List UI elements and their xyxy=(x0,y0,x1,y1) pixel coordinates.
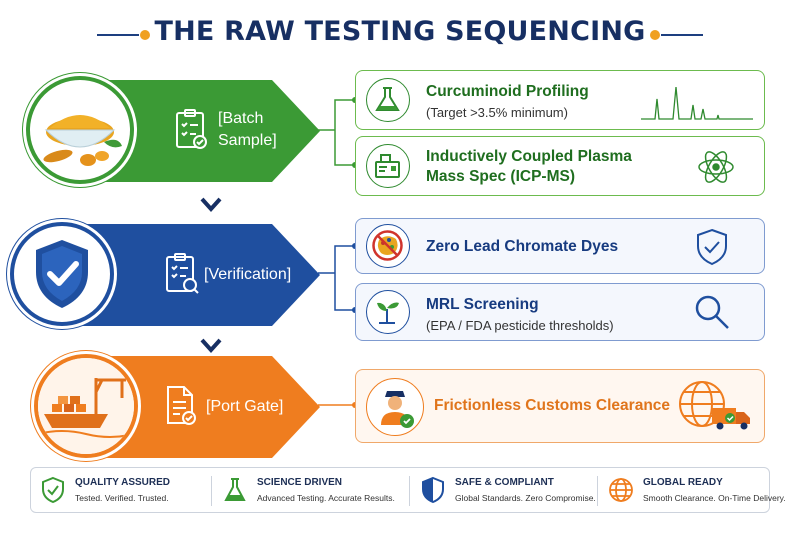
seedling-icon xyxy=(366,290,410,334)
cargo-port-image xyxy=(34,354,138,458)
footer-heading: SAFE & COMPLIANT xyxy=(455,477,554,488)
footer-bar: QUALITY ASSURED Tested. Verified. Truste… xyxy=(30,467,786,514)
customs-officer-icon xyxy=(366,378,424,436)
title-right-dot xyxy=(650,30,660,40)
card-title-line1: Inductively Coupled Plasma xyxy=(426,148,632,165)
no-dye-icon xyxy=(366,224,410,268)
card-title-line2: Mass Spec (ICP-MS) xyxy=(426,168,576,185)
stage-label-line1: [Batch xyxy=(218,110,264,127)
clipboard-search-icon xyxy=(164,252,200,296)
stage-label-line1: [Verification] xyxy=(204,266,292,283)
globe-icon xyxy=(609,478,633,502)
card-title: Curcuminoid Profiling xyxy=(426,83,589,100)
stage-label-line2: Sample] xyxy=(218,132,277,149)
shield-icon xyxy=(422,476,444,504)
card-subtitle: (EPA / FDA pesticide thresholds) xyxy=(426,318,614,333)
footer-heading: SCIENCE DRIVEN xyxy=(257,477,343,488)
card-customs-clearance: Frictionless Customs Clearance xyxy=(355,369,765,443)
magnifier-icon xyxy=(695,295,729,329)
footer-divider xyxy=(597,476,598,506)
footer-divider xyxy=(409,476,410,506)
chromatogram-icon xyxy=(641,86,753,120)
stage-arrow-orange xyxy=(70,356,320,458)
title-row: THE RAW TESTING SEQUENCING xyxy=(0,10,800,60)
card-title: Zero Lead Chromate Dyes xyxy=(426,238,619,255)
card-title: Frictionless Customs Clearance xyxy=(434,397,671,414)
icp-ms-instrument-icon xyxy=(366,144,410,188)
footer-subtext: Tested. Verified. Trusted. xyxy=(75,493,169,503)
shield-check-icon xyxy=(697,228,727,266)
flask-icon xyxy=(366,78,410,122)
stage-arrow-green xyxy=(70,80,320,182)
stage-port-gate: [Port Gate] xyxy=(0,352,350,462)
card-icp-ms: Inductively Coupled Plasma Mass Spec (IC… xyxy=(355,136,765,196)
footer-subtext: Advanced Testing. Accurate Results. xyxy=(257,493,395,503)
chevron-down-icon xyxy=(200,197,222,212)
shield-check-icon xyxy=(42,476,64,504)
stage-label-verification: [Verification] xyxy=(204,264,291,286)
card-mrl-screening: MRL Screening (EPA / FDA pesticide thres… xyxy=(355,283,765,341)
footer-heading: GLOBAL READY xyxy=(643,477,723,488)
document-check-icon xyxy=(164,384,198,426)
footer-heading: QUALITY ASSURED xyxy=(75,477,171,488)
stage-arrow-blue xyxy=(70,224,320,326)
footer-science-driven: SCIENCE DRIVEN Advanced Testing. Accurat… xyxy=(213,468,408,514)
footer-subtext: Global Standards. Zero Compromise. xyxy=(455,493,596,503)
chevron-down-icon xyxy=(200,338,222,353)
footer-global-ready: GLOBAL READY Smooth Clearance. On-Time D… xyxy=(599,468,786,514)
title-left-rule xyxy=(97,34,139,36)
flask-icon xyxy=(224,478,246,501)
stage-batch-sample: [Batch Sample] xyxy=(0,76,350,186)
globe-truck-icon xyxy=(679,381,750,430)
card-title: MRL Screening xyxy=(426,296,539,313)
atom-icon xyxy=(698,151,734,183)
page-title: THE RAW TESTING SEQUENCING xyxy=(154,16,646,47)
turmeric-bowl-image xyxy=(26,76,134,184)
stage-label-port-gate: [Port Gate] xyxy=(206,396,283,418)
footer-quality-assured: QUALITY ASSURED Tested. Verified. Truste… xyxy=(31,468,211,514)
shield-check-image xyxy=(10,222,114,326)
stage-label-batch-sample: [Batch Sample] xyxy=(218,108,277,152)
footer-subtext: Smooth Clearance. On-Time Delivery. xyxy=(643,493,786,503)
stage-label-line1: [Port Gate] xyxy=(206,398,284,415)
stage-verification: [Verification] xyxy=(0,220,350,330)
footer-divider xyxy=(211,476,212,506)
title-left-dot xyxy=(140,30,150,40)
footer-safe-compliant: SAFE & COMPLIANT Global Standards. Zero … xyxy=(411,468,599,514)
card-curcuminoid-profiling: Curcuminoid Profiling (Target >3.5% mini… xyxy=(355,70,765,130)
card-subtitle: (Target >3.5% minimum) xyxy=(426,105,568,120)
clipboard-check-icon xyxy=(174,108,208,150)
title-right-rule xyxy=(661,34,703,36)
card-zero-lead-chromate: Zero Lead Chromate Dyes xyxy=(355,218,765,274)
